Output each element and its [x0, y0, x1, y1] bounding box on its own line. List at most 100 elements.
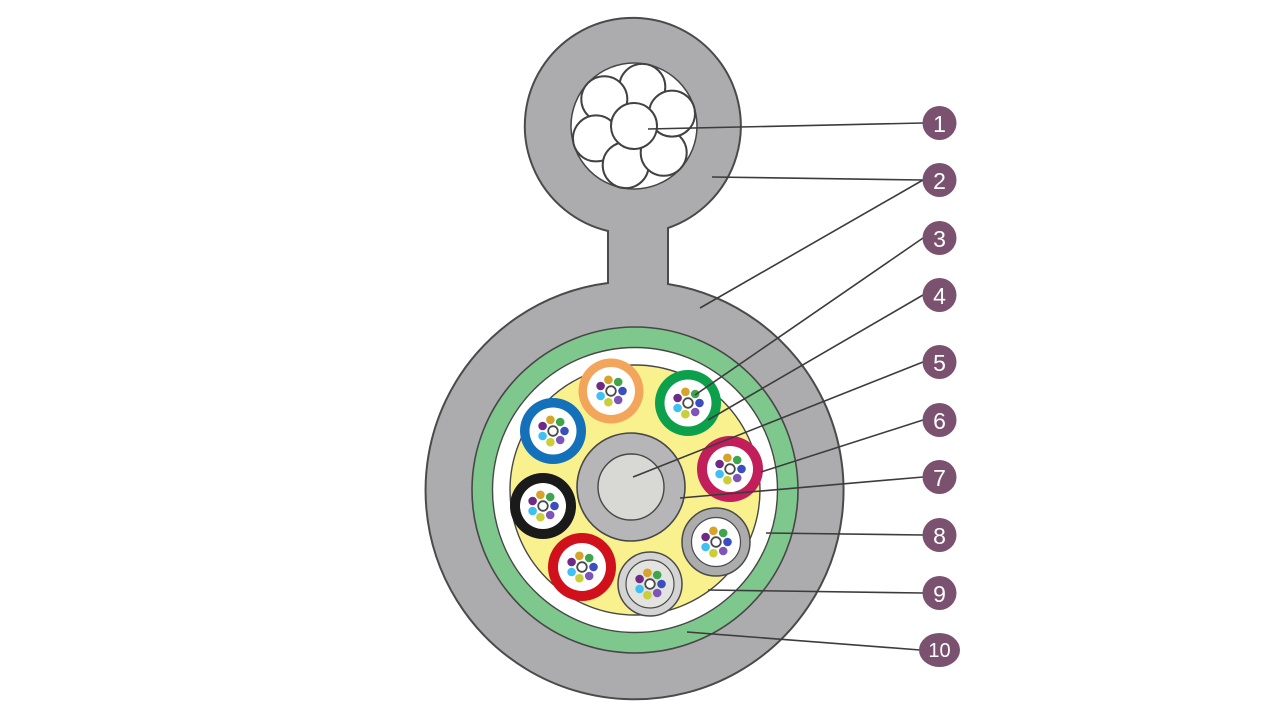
fiber-dot — [584, 571, 594, 581]
fiber-dot — [690, 407, 700, 417]
leader-line-6 — [760, 419, 924, 473]
fiber-dot — [528, 496, 537, 506]
callout-1: 1 — [922, 106, 957, 140]
callout-number: 8 — [933, 523, 946, 549]
leader-line-5 — [632, 361, 924, 478]
leader-line-3 — [694, 237, 924, 396]
callout-bubble — [922, 345, 957, 379]
callout-bubble — [922, 576, 957, 610]
callout-7: 7 — [922, 460, 957, 494]
fiber-dot — [635, 574, 644, 584]
fiber-dot — [737, 464, 746, 474]
fiber-center-dot — [576, 561, 588, 573]
fiber-dot — [589, 562, 598, 572]
buffer-tube-red — [548, 533, 616, 601]
callout-number: 5 — [933, 350, 946, 376]
fiber-dot — [715, 459, 724, 469]
callout-6: 6 — [922, 403, 957, 437]
callout-number: 2 — [933, 168, 946, 194]
callout-number: 10 — [928, 640, 950, 662]
fiber-bundle — [596, 375, 627, 407]
central-strength-member — [597, 453, 665, 521]
buffer-tube-orange — [578, 358, 644, 424]
buffer-tube-crimson — [697, 436, 763, 502]
fiber-bundle — [528, 490, 559, 522]
fiber-dot — [618, 386, 627, 396]
fiber-dot — [732, 473, 742, 483]
fiber-dot — [695, 398, 704, 408]
fiber-dot — [536, 490, 545, 500]
fiber-dot — [709, 526, 718, 536]
fiber-dot — [718, 528, 728, 538]
fiber-dot — [567, 567, 576, 577]
fiber-dot — [681, 387, 690, 397]
fiber-dot — [596, 381, 605, 391]
fiber-dot — [567, 557, 576, 567]
fiber-dot — [550, 501, 559, 511]
fiber-center-dot — [605, 385, 617, 397]
buffer-tube-gray — [681, 507, 751, 577]
leader-line-9 — [707, 589, 924, 594]
leader-lines-layer — [632, 122, 924, 651]
fiber-center-dot — [644, 578, 656, 590]
fiber-dot — [613, 395, 623, 405]
callout-bubble — [922, 221, 957, 255]
fiber-dot — [643, 590, 652, 600]
fiber-bundle — [538, 415, 569, 447]
leader-line-7 — [679, 476, 924, 499]
callout-5: 5 — [922, 345, 957, 379]
fiber-dot — [575, 573, 584, 583]
callout-number: 9 — [933, 581, 946, 607]
fiber-dot — [723, 453, 732, 463]
fiber-dot — [681, 409, 690, 419]
fiber-dot — [538, 431, 547, 441]
callout-bubble — [922, 278, 957, 312]
buffer-tube-light-gray — [617, 551, 683, 617]
fiber-dot — [546, 415, 555, 425]
buffer-tube-blue — [520, 398, 586, 464]
callout-number: 7 — [933, 465, 946, 491]
fiber-dot — [604, 375, 613, 385]
fiber-dot — [555, 435, 565, 445]
fiber-center-dot — [710, 536, 722, 548]
callout-bubble — [922, 460, 957, 494]
fiber-dot — [635, 584, 644, 594]
leader-line-2 — [699, 179, 924, 309]
fiber-dot — [723, 475, 732, 485]
buffer-tube-green — [655, 370, 721, 436]
fiber-bundle — [701, 526, 732, 558]
fiber-dot — [545, 492, 555, 502]
messenger-layer — [570, 62, 698, 190]
fiber-dot — [584, 553, 594, 563]
steel-strand-center — [610, 102, 658, 150]
fiber-bundle — [635, 568, 666, 600]
fiber-dot — [701, 542, 710, 552]
fiber-center-dot — [724, 463, 736, 475]
leader-line-4 — [707, 294, 924, 421]
fiber-dot — [528, 506, 537, 516]
fiber-dot — [652, 570, 662, 580]
fiber-dot — [652, 588, 662, 598]
callout-bubble — [922, 518, 957, 552]
fiber-center-dot — [537, 500, 549, 512]
fiber-dot — [575, 551, 584, 561]
fiber-dot — [596, 391, 605, 401]
callout-bubble — [922, 163, 957, 197]
fiber-dot — [643, 568, 652, 578]
fiber-dot — [536, 512, 545, 522]
fiber-dot — [673, 393, 682, 403]
fiber-dot — [718, 546, 728, 556]
callout-number: 4 — [933, 283, 946, 309]
fiber-dot — [560, 426, 569, 436]
buffer-tube-black — [510, 473, 576, 539]
fiber-bundle — [715, 453, 746, 485]
fiber-center-dot — [682, 397, 694, 409]
callout-4: 4 — [922, 278, 957, 312]
fiber-dot — [545, 510, 555, 520]
fiber-dot — [715, 469, 724, 479]
leader-line-8 — [765, 532, 924, 536]
callout-bubble — [919, 633, 960, 667]
